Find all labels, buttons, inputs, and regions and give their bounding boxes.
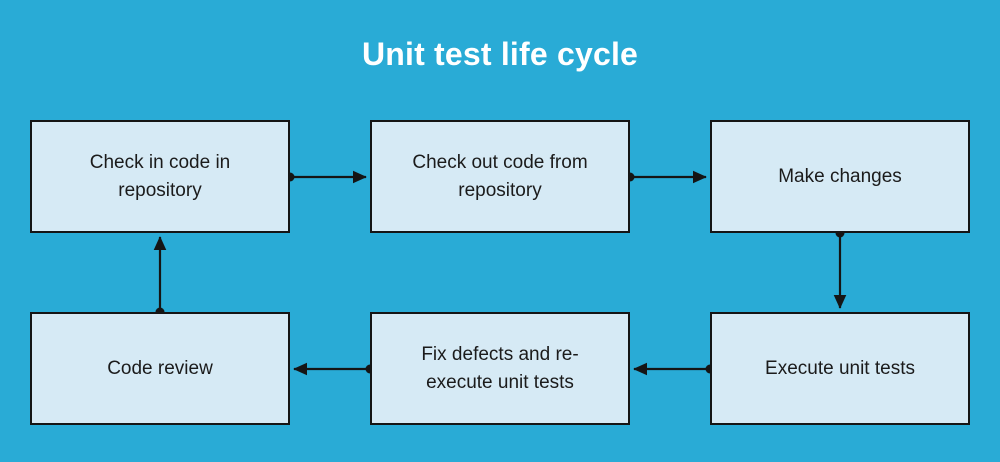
node-label: Execute unit tests bbox=[765, 357, 915, 379]
node-label: Make changes bbox=[778, 165, 902, 187]
node-label: Fix defects and re- execute unit tests bbox=[421, 343, 579, 393]
edge-checkout-to-changes bbox=[625, 170, 707, 184]
edge-checkin-to-checkout bbox=[285, 170, 367, 184]
node-make-changes[interactable]: Make changes bbox=[710, 120, 970, 233]
node-check-out-code[interactable]: Check out code from repository bbox=[370, 120, 630, 233]
page-title: Unit test life cycle bbox=[361, 36, 639, 72]
node-check-in-code[interactable]: Check in code in repository bbox=[30, 120, 290, 233]
node-fix-defects[interactable]: Fix defects and re- execute unit tests bbox=[370, 312, 630, 425]
node-label: Code review bbox=[107, 357, 213, 379]
node-label: Check in code in repository bbox=[89, 151, 231, 201]
edge-fix-to-review bbox=[293, 362, 375, 376]
edge-review-to-checkin bbox=[153, 236, 167, 317]
node-label: Check out code from repository bbox=[412, 151, 588, 201]
edge-execute-to-fix bbox=[633, 362, 715, 376]
node-code-review[interactable]: Code review bbox=[30, 312, 290, 425]
edge-changes-to-execute bbox=[833, 228, 847, 309]
node-execute-unit-tests[interactable]: Execute unit tests bbox=[710, 312, 970, 425]
